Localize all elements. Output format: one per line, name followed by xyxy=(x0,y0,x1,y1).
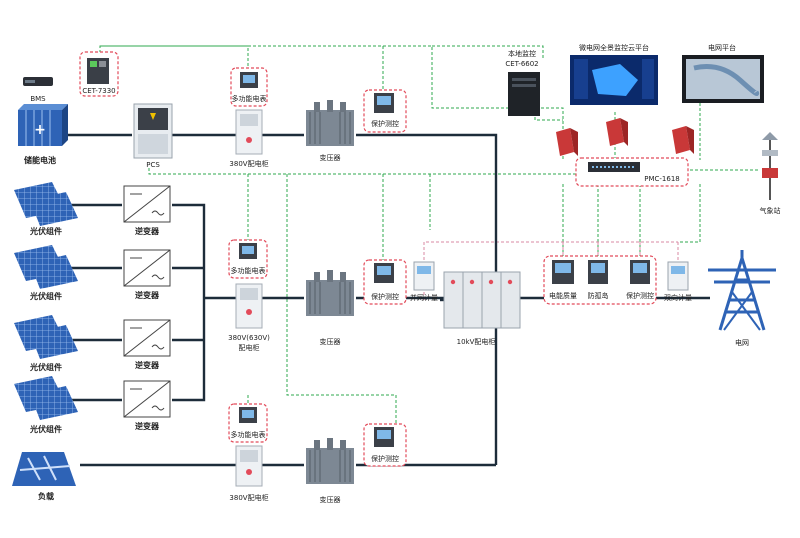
inverter-2: 逆变器 xyxy=(123,249,171,300)
cabinet-middle-label-2: 配电柜 xyxy=(239,343,260,352)
cabinet-top-label: 380V配电柜 xyxy=(229,159,268,168)
cabinet-bottom: 380V配电柜 xyxy=(229,445,269,502)
cloud-platform-label: 微电网全景监控云平台 xyxy=(579,43,649,52)
protection-right-device: 保护测控 xyxy=(626,260,654,300)
transformer-top-label: 变压器 xyxy=(320,153,341,162)
cabinet-bottom-label: 380V配电柜 xyxy=(229,493,268,502)
gateway-label: PMC-1618 xyxy=(644,175,680,183)
meter-middle: 多功能电表 xyxy=(228,239,268,279)
local-monitor-label-1: 本地监控 xyxy=(508,49,536,58)
power-bus-lines xyxy=(60,133,710,467)
pcs-label: PCS xyxy=(146,161,160,169)
pv-module-1-label: 光伏组件 xyxy=(29,226,62,236)
transformer-middle-label: 变压器 xyxy=(320,337,341,346)
gateway-pmc1618: PMC-1618 xyxy=(575,157,689,187)
svg-text:+: + xyxy=(34,122,46,138)
pv-module-3-label: 光伏组件 xyxy=(29,362,62,372)
load-label: 负载 xyxy=(38,491,54,501)
pv-module-2-label: 光伏组件 xyxy=(29,291,62,301)
kv-cabinet-label: 10kV配电柜 xyxy=(457,337,496,346)
meter-bottom-label: 多功能电表 xyxy=(231,430,266,439)
local-monitor-label-2: CET-6602 xyxy=(505,60,538,68)
local-monitor: 本地监控 CET-6602 xyxy=(505,49,540,116)
storage-label: 储能电池 xyxy=(23,155,56,165)
meter-middle-label: 多功能电表 xyxy=(231,266,266,275)
weather-station: 气象站 xyxy=(760,132,781,215)
grid-meter-label: 并网计量 xyxy=(410,293,438,302)
pv-module-4: 光伏组件 xyxy=(14,376,78,434)
communication-lines xyxy=(99,45,760,425)
cabinet-top: 380V配电柜 xyxy=(229,109,269,168)
anti-island-device: 防孤岛 xyxy=(588,260,609,300)
inverter-4-label: 逆变器 xyxy=(135,421,160,431)
grid-device-group: 电能质量 防孤岛 保护测控 xyxy=(543,255,657,305)
bidirectional-meter-label: 双向计量 xyxy=(664,293,692,302)
cloud-platform: 微电网全景监控云平台 xyxy=(570,43,658,105)
inverter-2-label: 逆变器 xyxy=(135,290,160,300)
transformer-bottom: 变压器 xyxy=(306,438,354,504)
inverter-3: 逆变器 xyxy=(123,319,171,370)
power-quality-label: 电能质量 xyxy=(549,291,577,300)
grid-meter: 并网计量 xyxy=(410,261,438,302)
grid-platform: 电网平台 xyxy=(682,43,764,103)
protection-middle-label: 保护测控 xyxy=(371,292,399,301)
inverter-1-label: 逆变器 xyxy=(135,226,160,236)
pv-module-4-label: 光伏组件 xyxy=(29,424,62,434)
metering-lines xyxy=(423,241,679,300)
cabinet-middle-label-1: 380V(630V) xyxy=(228,334,270,342)
protection-middle: 保护测控 xyxy=(363,259,407,305)
meter-top: 多功能电表 xyxy=(230,67,268,107)
protection-top-label: 保护测控 xyxy=(371,119,399,128)
cet7330-label: CET-7330 xyxy=(82,87,115,95)
pv-module-3: 光伏组件 xyxy=(14,315,78,372)
transformer-bottom-label: 变压器 xyxy=(320,495,341,504)
pv-module-1: 光伏组件 xyxy=(14,182,78,236)
transformer-middle: 变压器 xyxy=(306,270,354,346)
grid-label: 电网 xyxy=(735,338,749,347)
pcs-unit: PCS xyxy=(133,103,173,169)
weather-label: 气象站 xyxy=(760,206,781,215)
protection-top: 保护测控 xyxy=(363,89,407,133)
meter-bottom: 多功能电表 xyxy=(228,403,268,443)
protection-bottom: 保护测控 xyxy=(363,423,407,467)
inverter-1: 逆变器 xyxy=(123,185,171,236)
transformer-top: 变压器 xyxy=(306,100,354,162)
bidirectional-meter: 双向计量 xyxy=(664,261,692,302)
power-quality-device: 电能质量 xyxy=(549,260,577,300)
protection-bottom-label: 保护测控 xyxy=(371,454,399,463)
anti-island-label: 防孤岛 xyxy=(588,291,609,300)
isolation-devices xyxy=(556,118,694,156)
load: 负载 xyxy=(12,452,76,501)
pv-module-2: 光伏组件 xyxy=(14,245,78,301)
bms-device: BMS xyxy=(23,77,53,103)
cet7330-device: CET-7330 xyxy=(79,51,119,97)
protection-right-label: 保护测控 xyxy=(626,291,654,300)
cabinet-middle: 380V(630V) 配电柜 xyxy=(228,283,270,352)
grid-platform-label: 电网平台 xyxy=(708,43,736,52)
inverter-4: 逆变器 xyxy=(123,380,171,431)
meter-top-label: 多功能电表 xyxy=(232,94,267,103)
bms-label: BMS xyxy=(30,95,46,103)
inverter-3-label: 逆变器 xyxy=(135,360,160,370)
grid-tower: 电网 xyxy=(708,250,776,347)
storage-battery: + 储能电池 xyxy=(18,104,68,165)
kv-cabinet: 10kV配电柜 xyxy=(443,271,521,346)
